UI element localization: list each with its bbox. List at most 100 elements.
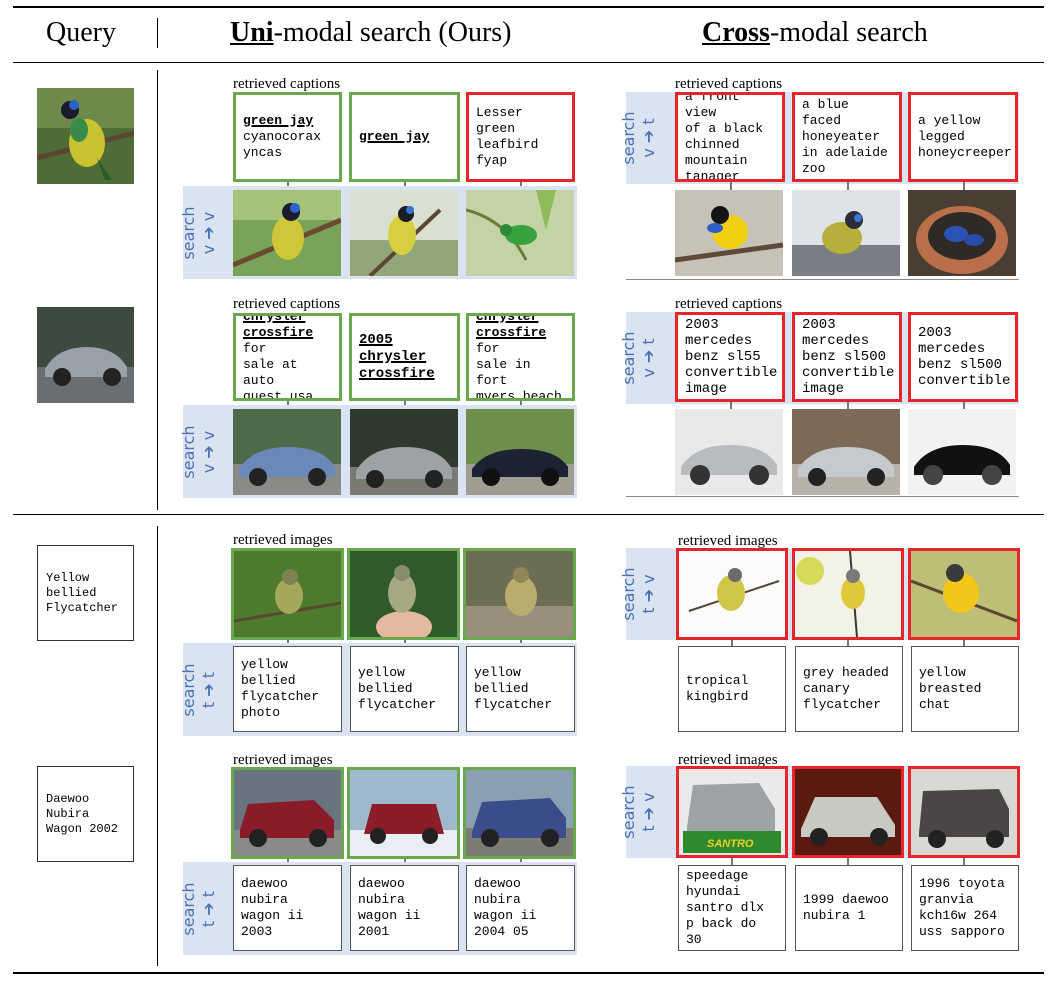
row4-cross-image-3 bbox=[908, 766, 1020, 858]
row3-cross-image-label: retrieved images bbox=[678, 533, 778, 549]
row4-uni-image-label: retrieved images bbox=[233, 752, 333, 768]
search-word: search bbox=[619, 111, 638, 165]
row3-uni-image-2 bbox=[347, 548, 460, 640]
caption-text: a front view of a black chinned mountain… bbox=[685, 92, 764, 182]
connector bbox=[963, 182, 965, 190]
caption-text: 2003 mercedes benz sl500 convertible ima… bbox=[802, 317, 895, 397]
query-image-crossfire bbox=[37, 307, 134, 403]
search-direction: t ➔ v bbox=[639, 792, 658, 832]
row1-cross-caption-1: a front view of a black chinned mountain… bbox=[675, 92, 785, 182]
header-uni-rest: -modal search (Ours) bbox=[273, 17, 512, 48]
caption-text: 2003 mercedes benz sl55 convertible imag… bbox=[685, 317, 778, 397]
row1-cross-caption-2: a blue faced honeyeater in adelaide zoo bbox=[792, 92, 902, 182]
row3-cross-caption-2: grey headed canary flycatcher bbox=[795, 646, 903, 732]
connector bbox=[963, 858, 965, 866]
caption-text: a yellow legged honeycreeper bbox=[918, 113, 1012, 160]
row2-cross-caption-label: retrieved captions bbox=[675, 296, 783, 312]
search-word: search bbox=[179, 206, 198, 260]
header-divider bbox=[157, 18, 158, 48]
row2-cross-caption-1: 2003 mercedes benz sl55 convertible imag… bbox=[675, 312, 785, 402]
caption-match-text: 2006 chrysler crossfire bbox=[476, 313, 547, 340]
row2-uni-caption-3: 2006 chrysler crossfire for sale in fort… bbox=[466, 313, 575, 401]
caption-text: daewoo nubira wagon ii 2001 bbox=[358, 876, 421, 939]
row4-cross-image-2 bbox=[792, 766, 904, 858]
caption-text: yellow bellied flycatcher bbox=[474, 665, 553, 712]
caption-text: daewoo nubira wagon ii 2003 bbox=[241, 876, 304, 939]
row4-cross-image-1: SANTRO bbox=[676, 766, 788, 858]
row1-cross-caption-label: retrieved captions bbox=[675, 76, 783, 92]
connector bbox=[963, 402, 965, 410]
row4-uni-image-1 bbox=[231, 767, 344, 859]
query-image-green-jay bbox=[37, 88, 134, 184]
caption-text: a blue faced honeyeater in adelaide zoo bbox=[802, 97, 888, 176]
connector bbox=[847, 182, 849, 190]
row1-uni-caption-2: green jay bbox=[349, 92, 460, 182]
row3-uni-image-1 bbox=[231, 548, 344, 640]
connector bbox=[731, 858, 733, 866]
row2-uni-caption-label: retrieved captions bbox=[233, 296, 341, 312]
column-divider-top bbox=[157, 70, 158, 510]
row2-cross-caption-2: 2003 mercedes benz sl500 convertible ima… bbox=[792, 312, 902, 402]
row4-cross-caption-3: 1996 toyota granvia kch16w 264 uss sappo… bbox=[911, 865, 1019, 951]
row1-cross-image-1 bbox=[675, 190, 783, 276]
caption-rest-text: for sale at auto quest usa inc bbox=[243, 341, 314, 401]
caption-match-text: 2005 chrysler crossfire bbox=[243, 313, 314, 340]
caption-text: grey headed canary flycatcher bbox=[803, 665, 889, 712]
row2-uni-image-3 bbox=[466, 409, 574, 495]
header-query: Query bbox=[46, 17, 116, 48]
row2-cross-image-2 bbox=[792, 409, 900, 495]
search-word: search bbox=[619, 567, 638, 621]
row4-uni-caption-1: daewoo nubira wagon ii 2003 bbox=[233, 865, 342, 951]
search-word: search bbox=[179, 425, 198, 479]
caption-text: daewoo nubira wagon ii 2004 05 bbox=[474, 876, 537, 939]
header-uni-modal: Uni-modal search (Ours) bbox=[230, 16, 511, 50]
santro-box-text: SANTRO bbox=[707, 838, 754, 850]
row1-uni-image-1 bbox=[233, 190, 341, 276]
header-cross-modal: Cross-modal search bbox=[702, 16, 928, 50]
search-word: search bbox=[179, 882, 198, 936]
row3-uni-caption-1: yellow bellied flycatcher photo bbox=[233, 646, 342, 732]
caption-text: 2003 mercedes benz sl500 convertible bbox=[918, 325, 1011, 389]
search-word: search bbox=[619, 331, 638, 385]
row1-cross-image-2 bbox=[792, 190, 900, 276]
row4-uni-image-2 bbox=[347, 767, 460, 859]
caption-rest-text: cyanocorax yncas bbox=[243, 129, 322, 160]
caption-text: tropical kingbird bbox=[686, 673, 749, 704]
row3-cross-caption-1: tropical kingbird bbox=[678, 646, 786, 732]
row1-uni-image-3 bbox=[466, 190, 574, 276]
search-direction: t ➔ t bbox=[199, 671, 218, 709]
row2-cross-image-1 bbox=[675, 409, 783, 495]
row3-cross-caption-3: yellow breasted chat bbox=[911, 646, 1019, 732]
row3-uni-caption-2: yellow bellied flycatcher bbox=[350, 646, 459, 732]
row3-cross-image-3 bbox=[908, 548, 1020, 640]
row2-uni-image-1 bbox=[233, 409, 341, 495]
header-cross-bold: Cross bbox=[702, 17, 770, 48]
search-direction: t ➔ v bbox=[639, 574, 658, 614]
row1-cross-caption-3: a yellow legged honeycreeper bbox=[908, 92, 1018, 182]
connector bbox=[847, 858, 849, 866]
row4-uni-image-3 bbox=[463, 767, 576, 859]
caption-text: speedage hyundai santro dlx p back do 30 bbox=[686, 868, 765, 947]
row3-uni-caption-3: yellow bellied flycatcher bbox=[466, 646, 575, 732]
row3-uni-image-label: retrieved images bbox=[233, 532, 333, 548]
search-direction: v ➔ t bbox=[639, 338, 658, 378]
connector bbox=[731, 640, 733, 648]
row3-uni-image-3 bbox=[463, 548, 576, 640]
search-direction: v ➔ v bbox=[199, 430, 218, 474]
row1-uni-caption-1: green jay cyanocorax yncas bbox=[233, 92, 342, 182]
row3-cross-image-2 bbox=[792, 548, 904, 640]
caption-text: 1999 daewoo nubira 1 bbox=[803, 892, 889, 923]
connector bbox=[847, 640, 849, 648]
caption-text: yellow breasted chat bbox=[919, 665, 982, 712]
row1-uni-image-2 bbox=[350, 190, 458, 276]
header-cross-rest: -modal search bbox=[769, 17, 928, 48]
caption-rest-text: Lesser green leafbird fyap bbox=[476, 105, 539, 168]
row2-cross-caption-3: 2003 mercedes benz sl500 convertible bbox=[908, 312, 1018, 402]
